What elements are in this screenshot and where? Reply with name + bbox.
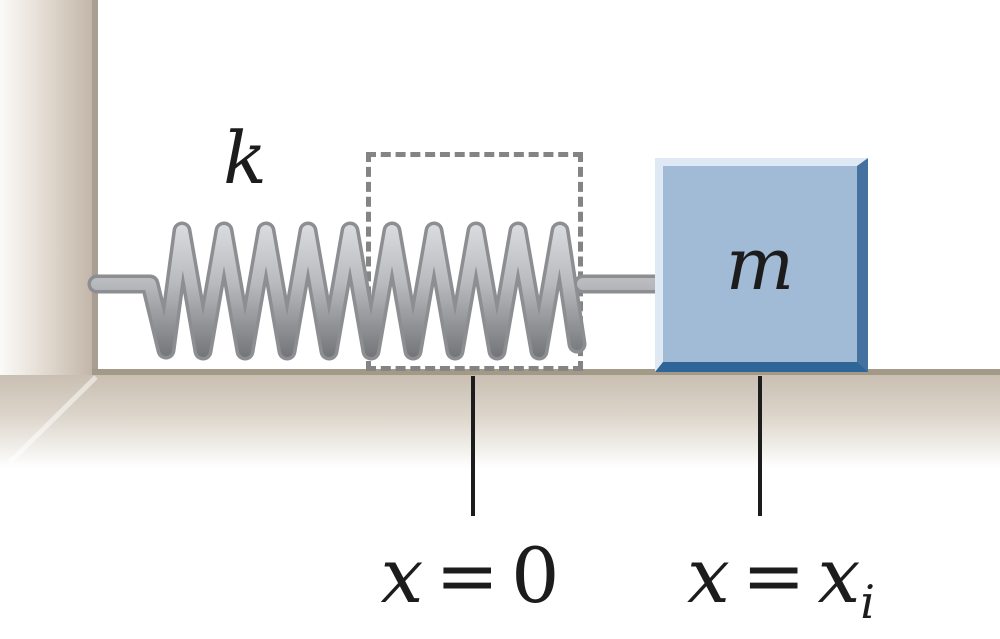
origin-variable: x: [380, 531, 424, 620]
floor: [0, 369, 1000, 470]
initial-position-pointer-line: [758, 376, 762, 516]
initial-position-equation-label: x=xi: [687, 538, 875, 626]
wall: [0, 0, 98, 375]
origin-pointer-line: [471, 376, 475, 516]
spring-constant-label: k: [223, 116, 267, 200]
origin-value: 0: [511, 531, 560, 620]
origin-equals-sign: =: [435, 531, 500, 620]
mass-label: m: [725, 222, 795, 306]
mass-block: m: [655, 158, 868, 372]
equilibrium-dashed-box: [366, 152, 583, 371]
origin-equation-label: x=0: [381, 538, 560, 614]
initial-variable: x: [686, 531, 730, 620]
spring-helix: [87, 221, 667, 361]
initial-value-base: x: [817, 531, 861, 620]
initial-value-subscript: i: [860, 576, 876, 630]
initial-equals-sign: =: [741, 531, 806, 620]
